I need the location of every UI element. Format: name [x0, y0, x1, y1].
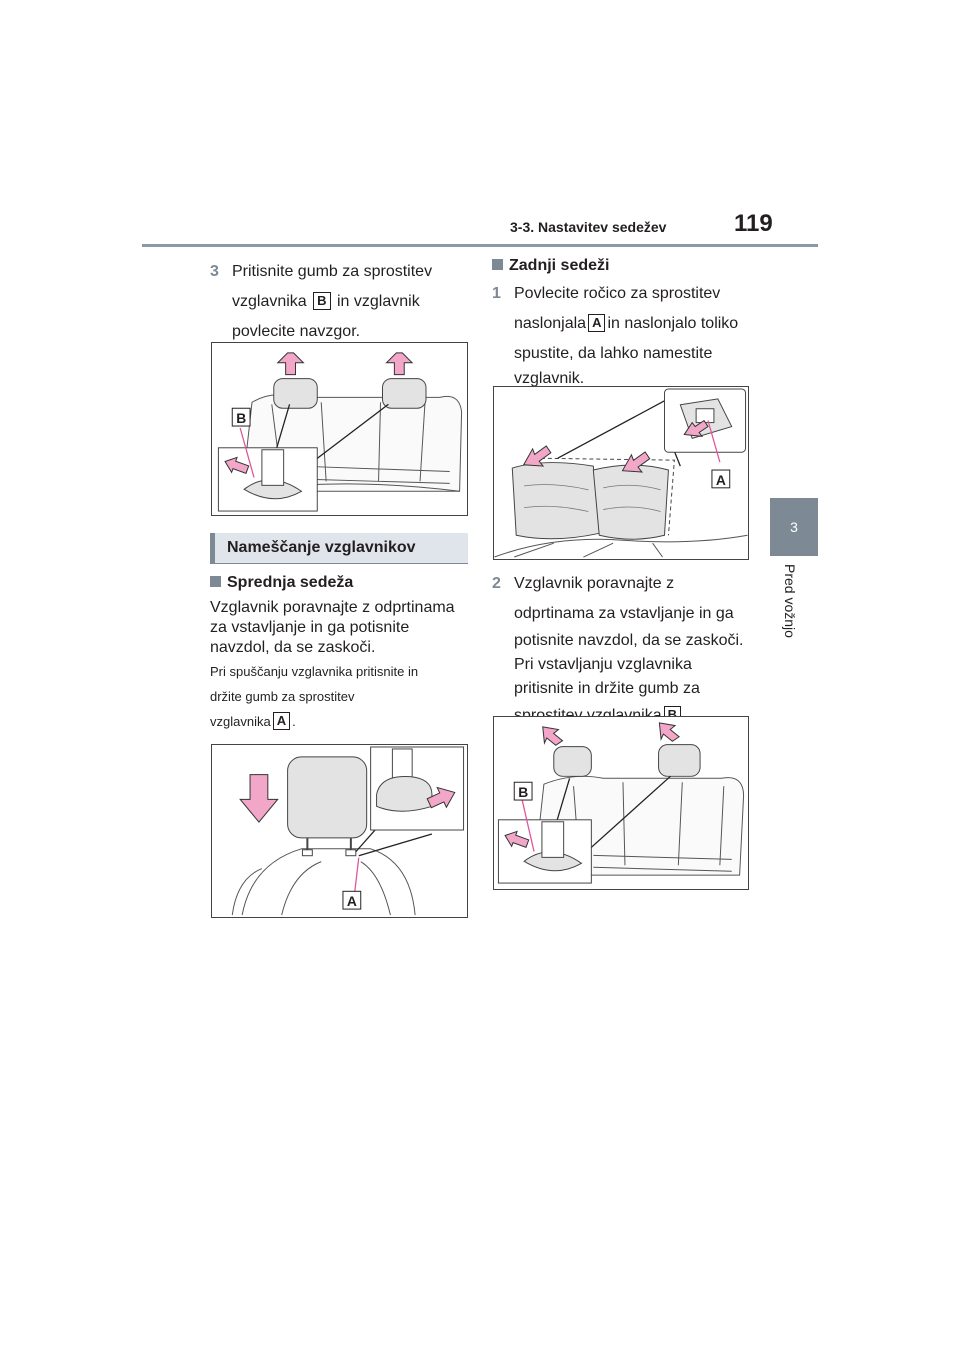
note-line: držite gumb za sprostitev [210, 689, 355, 704]
step-text: vzglavnika [232, 293, 307, 310]
step-number: 1 [492, 285, 501, 302]
section-title: 3-3. Nastavitev sedežev [510, 219, 667, 235]
step-line: Pritisnite gumb za sprostitev [232, 263, 433, 280]
step-3: 3 Pritisnite gumb za sprostitev vzglavni… [210, 257, 470, 347]
figure-headrest-removal-rear: B [211, 342, 468, 516]
chapter-tab: 3 [770, 498, 818, 556]
figure-label: B [518, 784, 528, 800]
subhead-text: Zadnji sedeži [509, 257, 610, 274]
illustration: B [217, 352, 463, 512]
para-line: navzdol, da se zaskoči. [210, 639, 376, 656]
subhead-front-seats: Sprednja sedeža [210, 574, 353, 592]
step-text: . [683, 707, 687, 724]
para-line: Vzglavnik poravnajte z odprtinama [210, 599, 455, 616]
para-line: za vstavljanje in ga potisnite [210, 619, 410, 636]
illustration: A [494, 388, 748, 558]
subhead-rear-seats: Zadnji sedeži [492, 257, 609, 275]
step-number: 3 [210, 263, 219, 280]
figure-label: B [236, 410, 246, 426]
note-text: vzglavnika [210, 714, 271, 729]
illustration: B [497, 722, 745, 884]
step-text: in vzglavnik [337, 293, 420, 310]
figure-label: A [716, 472, 726, 488]
header-rule [142, 244, 818, 247]
step-line: odprtinama za vstavljanje in ga [514, 605, 734, 622]
bullet-square [492, 259, 503, 270]
chapter-label: Pred vožnjo [782, 564, 798, 638]
step-line: vzglavnika B in vzglavnik [232, 287, 470, 317]
note-text: . [292, 714, 296, 729]
step-line: vzglavnik. [514, 370, 585, 387]
callout-label-a: A [588, 314, 606, 332]
figure-headrest-install-front: A [211, 744, 468, 918]
step-number: 2 [492, 575, 501, 592]
figure-seatback-recline: A [493, 386, 749, 560]
step-line: pritisnite in držite gumb za [514, 680, 700, 697]
step-text: naslonjala [514, 315, 587, 332]
heading-text: Nameščanje vzglavnikov [227, 539, 416, 556]
step-1: 1 Povlecite ročico za sprostitev naslonj… [492, 279, 762, 389]
step-line: potisnite navzdol, da se zaskoči. [514, 632, 744, 649]
figure-headrest-install-rear: B [493, 716, 749, 890]
note-line: Pri spuščanju vzglavnika pritisnite in [210, 664, 419, 679]
step-line: Vzglavnik poravnajte z [514, 575, 675, 592]
subhead-text: Sprednja sedeža [227, 574, 354, 591]
step-line: povlecite navzgor. [232, 323, 361, 340]
callout-label-a: A [272, 712, 291, 730]
step-line: Pri vstavljanju vzglavnika [514, 656, 692, 673]
figure-label: A [347, 893, 357, 909]
illustration: A [231, 746, 465, 916]
callout-label-b: B [313, 292, 331, 310]
page-number: 119 [734, 210, 773, 237]
step-line: spustite, da lahko namestite [514, 345, 713, 362]
bullet-square [210, 576, 221, 587]
front-seats-text: Vzglavnik poravnajte z odprtinama za vst… [210, 598, 470, 658]
front-seats-note: Pri spuščanju vzglavnika pritisnite in d… [210, 659, 470, 734]
section-heading: Nameščanje vzglavnikov [210, 533, 468, 564]
step-text: in naslonjalo toliko [607, 315, 739, 332]
step-2: 2 Vzglavnik poravnajte z odprtinama za v… [492, 569, 762, 731]
step-line: Povlecite ročico za sprostitev [514, 285, 721, 302]
